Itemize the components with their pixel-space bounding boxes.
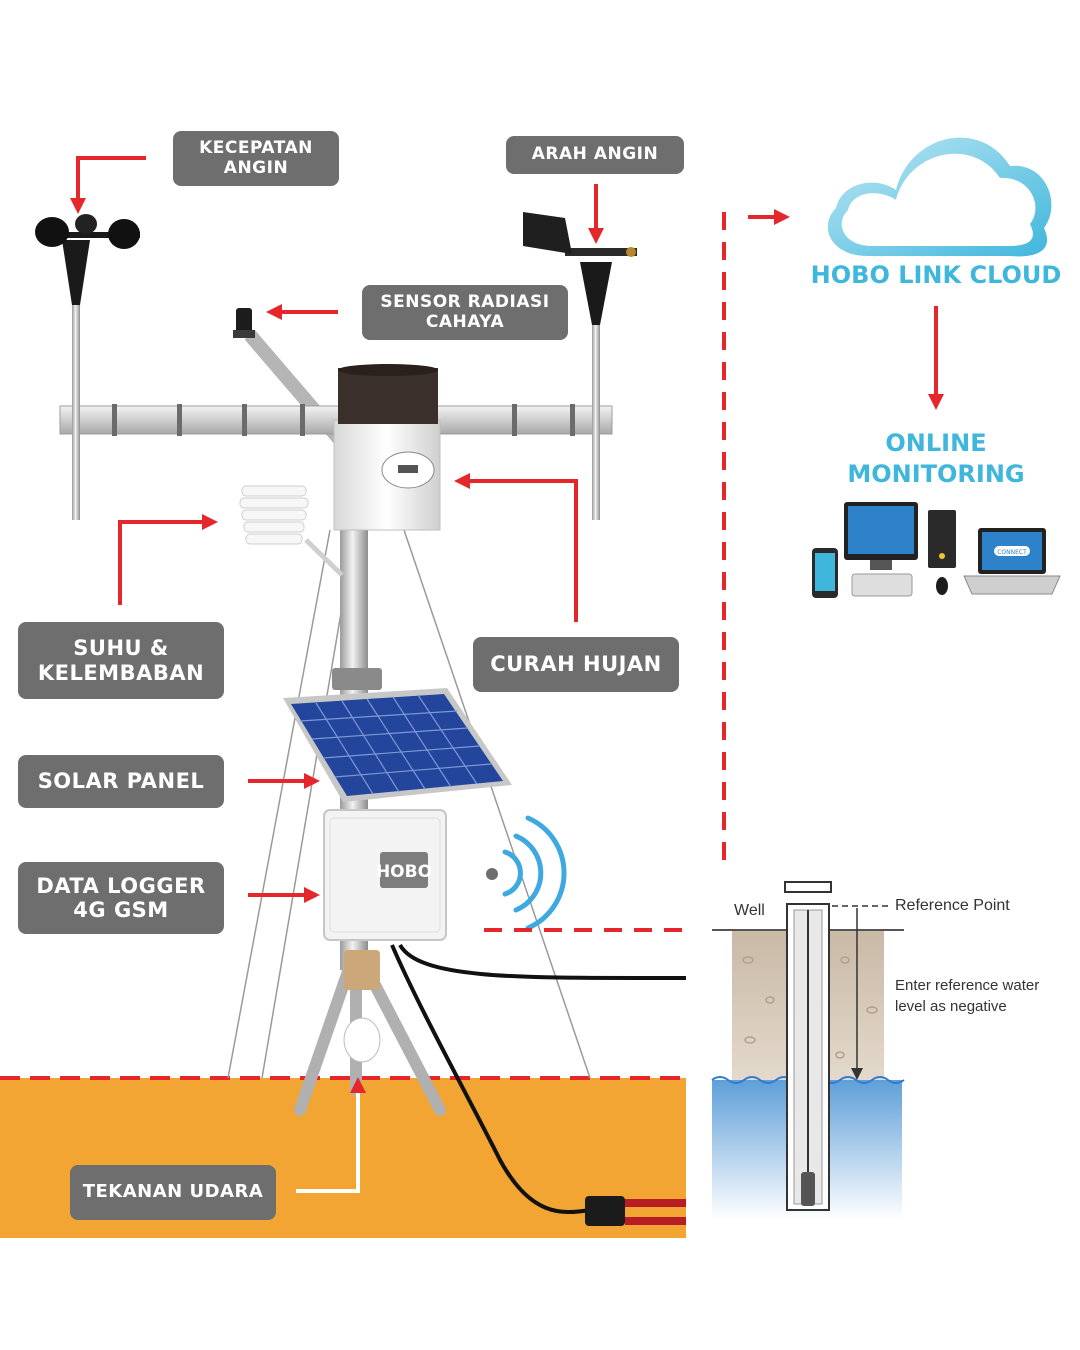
barometer <box>343 950 381 1063</box>
anemometer <box>35 214 140 520</box>
well-cap <box>784 881 832 893</box>
cables <box>390 943 687 1215</box>
logger-brand-text: HOBO <box>376 862 432 882</box>
reference-point-label: Reference Point <box>895 897 1010 914</box>
pointer-arrows <box>70 156 944 903</box>
pyranometer <box>233 308 255 338</box>
well-label: Well <box>734 902 765 919</box>
label-rainfall: CURAH HUJAN <box>473 637 679 692</box>
label-solar-radiation: SENSOR RADIASI CAHAYA <box>362 285 568 340</box>
arrow-wind-speed <box>70 156 146 214</box>
rain-gauge <box>333 364 441 531</box>
arrow-temp-humidity <box>118 514 218 605</box>
computer-devices-icon: CONNECT <box>812 502 1061 598</box>
label-data-logger: DATA LOGGER 4G GSM <box>18 862 224 934</box>
label-wind-direction: ARAH ANGIN <box>506 136 684 174</box>
monitoring-title: ONLINE MONITORING <box>847 429 1025 488</box>
label-air-pressure: TEKANAN UDARA <box>70 1165 276 1220</box>
arrow-rainfall <box>454 473 578 622</box>
label-temp-humidity: SUHU & KELEMBABAN <box>18 622 224 699</box>
label-solar-panel: SOLAR PANEL <box>18 755 224 808</box>
label-wind-speed: KECEPATAN ANGIN <box>173 131 339 186</box>
data-logger-box: HOBO <box>323 809 447 941</box>
well-diagram <box>711 881 905 1220</box>
mast-clamp <box>332 668 382 690</box>
level-sensor-connector <box>585 1196 686 1226</box>
solar-panel <box>283 688 512 802</box>
arrow-air-pressure <box>296 1077 366 1193</box>
network-dashed-lines <box>484 212 726 932</box>
level-sensor <box>801 1172 815 1206</box>
wireless-signal-icon <box>486 815 567 931</box>
wind-vane <box>523 212 637 520</box>
laptop-connect-badge: CONNECT <box>997 549 1027 556</box>
cloud-icon <box>827 137 1052 257</box>
keyboard-icon <box>851 573 913 597</box>
pc-tower-icon <box>928 510 956 568</box>
cloud-title: HOBO LINK CLOUD <box>810 261 1062 289</box>
radiation-shield <box>239 485 344 577</box>
guy-wires <box>227 529 591 1079</box>
crossarm-clamps <box>112 404 575 436</box>
mouse-icon <box>936 577 948 595</box>
negative-level-note: Enter reference water level as negative <box>895 977 1040 1015</box>
